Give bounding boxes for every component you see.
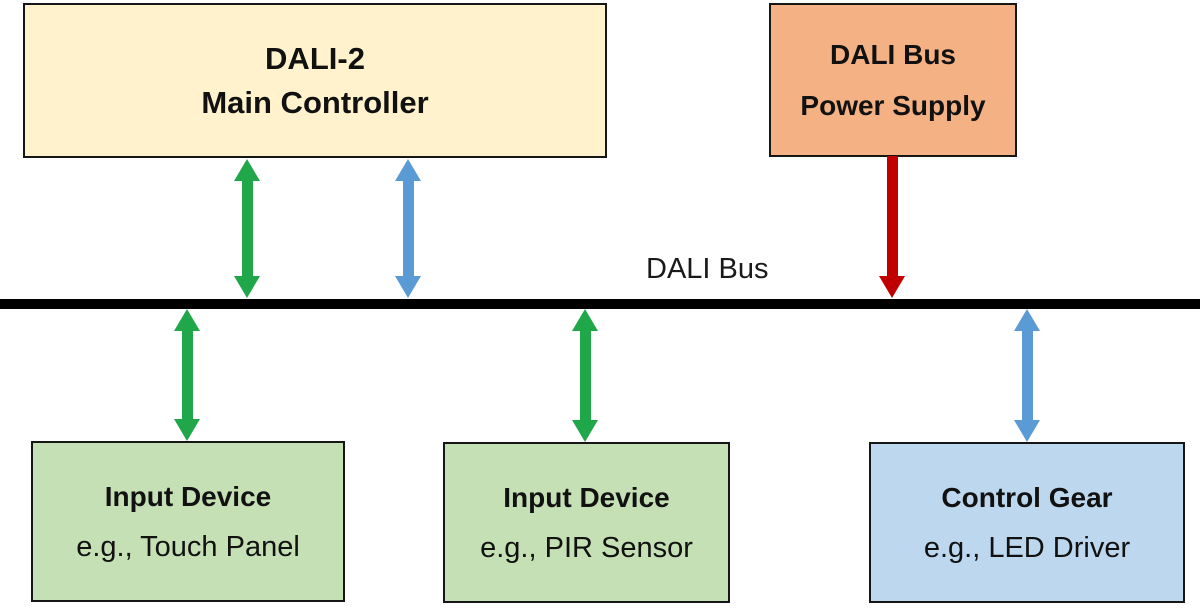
dali-bus-label: DALI Bus (646, 253, 769, 285)
bus-power-supply-box: DALI Bus Power Supply (769, 3, 1017, 157)
input-device-2-title: Input Device (503, 481, 670, 513)
power-supply-bus-arrow-red (879, 156, 905, 298)
main-controller-box: DALI-2 Main Controller (23, 3, 607, 158)
power-supply-line2: Power Supply (800, 90, 986, 121)
arrowhead-up (234, 159, 260, 181)
arrowhead-down (174, 419, 200, 441)
arrow-shaft (241, 181, 253, 276)
controller-bus-arrow-green (234, 159, 260, 298)
arrowhead-down (234, 276, 260, 298)
bus-pir-sensor-arrow-green (572, 309, 598, 442)
arrowhead-down (572, 420, 598, 442)
controller-bus-arrow-blue (395, 159, 421, 298)
arrowhead-down (879, 276, 905, 298)
input-device-touch-panel-box: Input Device e.g., Touch Panel (31, 441, 345, 602)
input-device-2-subtitle: e.g., PIR Sensor (480, 531, 693, 564)
arrowhead-up (174, 309, 200, 331)
arrowhead-down (395, 276, 421, 298)
arrow-shaft (579, 331, 591, 420)
control-gear-box: Control Gear e.g., LED Driver (869, 442, 1185, 603)
arrow-shaft (886, 156, 898, 276)
bus-touch-panel-arrow-green (174, 309, 200, 441)
arrowhead-down (1014, 420, 1040, 442)
dali-bus-line (0, 299, 1200, 309)
arrowhead-up (395, 159, 421, 181)
control-gear-title: Control Gear (941, 481, 1113, 513)
bus-control-gear-arrow-blue (1014, 309, 1040, 442)
arrowhead-up (1014, 309, 1040, 331)
control-gear-subtitle: e.g., LED Driver (923, 531, 1131, 564)
main-controller-line2: Main Controller (201, 84, 429, 120)
input-device-1-title: Input Device (104, 480, 272, 512)
input-device-pir-sensor-box: Input Device e.g., PIR Sensor (443, 442, 730, 603)
arrowhead-up (572, 309, 598, 331)
arrow-shaft (402, 181, 414, 276)
power-supply-line1: DALI Bus (830, 39, 956, 70)
main-controller-line1: DALI-2 (265, 40, 365, 76)
arrow-shaft (181, 331, 193, 419)
arrow-shaft (1021, 331, 1033, 420)
input-device-1-subtitle: e.g., Touch Panel (76, 530, 300, 563)
